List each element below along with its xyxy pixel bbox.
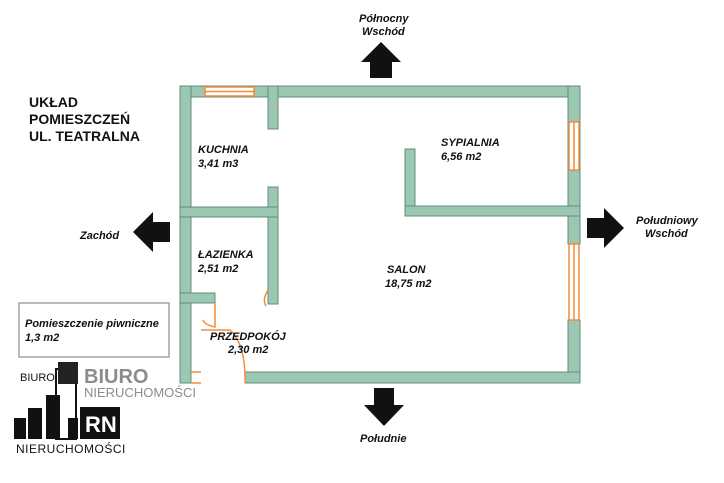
direction-north-line-2: Wschód [362, 26, 405, 38]
basement-area: 1,3 m2 [25, 332, 59, 344]
direction-arrows [133, 42, 624, 426]
wall-kitchen-bath [179, 206, 279, 218]
door-entrance [201, 329, 246, 384]
title-line-3: UL. TEATRALNA [29, 128, 140, 144]
basement-name: Pomieszczenie piwniczne [25, 318, 159, 330]
basement-box [18, 302, 170, 358]
door-hall [202, 303, 216, 328]
room-bathroom-area: 2,51 m2 [197, 263, 238, 275]
room-bathroom-name: ŁAZIENKA [197, 249, 254, 261]
room-living-area: 18,75 m2 [385, 278, 431, 290]
arrow-south-icon [364, 388, 404, 426]
logo-biuro-big: BIURO [84, 366, 148, 388]
arrow-west-icon [133, 212, 170, 252]
logo-mark-icon [58, 362, 78, 384]
direction-west: Zachód [79, 230, 119, 242]
room-kitchen-area: 3,41 m3 [198, 158, 238, 170]
room-hall-name: PRZEDPOKÓJ [210, 330, 287, 343]
logo-nieruchomosci-bottom: NIERUCHOMOŚCI [16, 441, 126, 456]
logo-nieruchomosci-small: NIERUCHOMOŚCI [84, 385, 196, 400]
logo-initials: RN [85, 412, 117, 437]
arrow-east-icon [587, 208, 624, 248]
arrow-north-icon [361, 42, 401, 78]
direction-east-line-1: Południowy [636, 215, 699, 227]
room-hall-area: 2,30 m2 [227, 344, 268, 356]
wall-kitchen-stub [267, 85, 279, 130]
direction-east-line-2: Wschód [645, 228, 688, 240]
wall-left [179, 85, 192, 384]
wall-bath-bottom [179, 292, 216, 304]
room-bedroom-name: SYPIALNIA [441, 137, 500, 149]
room-kitchen-name: KUCHNIA [198, 144, 249, 156]
logo [14, 362, 120, 440]
walls [179, 85, 581, 384]
door-bathroom-arc [263, 289, 269, 307]
windows [204, 86, 580, 321]
title-line-1: UKŁAD [29, 94, 78, 110]
logo-rn-badge [80, 407, 120, 439]
doors [191, 289, 269, 384]
direction-south: Południe [360, 433, 406, 445]
direction-north-line-1: Północny [359, 13, 409, 25]
room-bedroom-area: 6,56 m2 [441, 151, 481, 163]
wall-kitchen-divider [267, 186, 279, 305]
room-living-name: SALON [387, 264, 427, 276]
logo-biuro-small: BIURO [20, 372, 55, 384]
wall-bedroom-horizontal [404, 205, 581, 217]
title-line-2: POMIESZCZEŃ [29, 111, 130, 127]
